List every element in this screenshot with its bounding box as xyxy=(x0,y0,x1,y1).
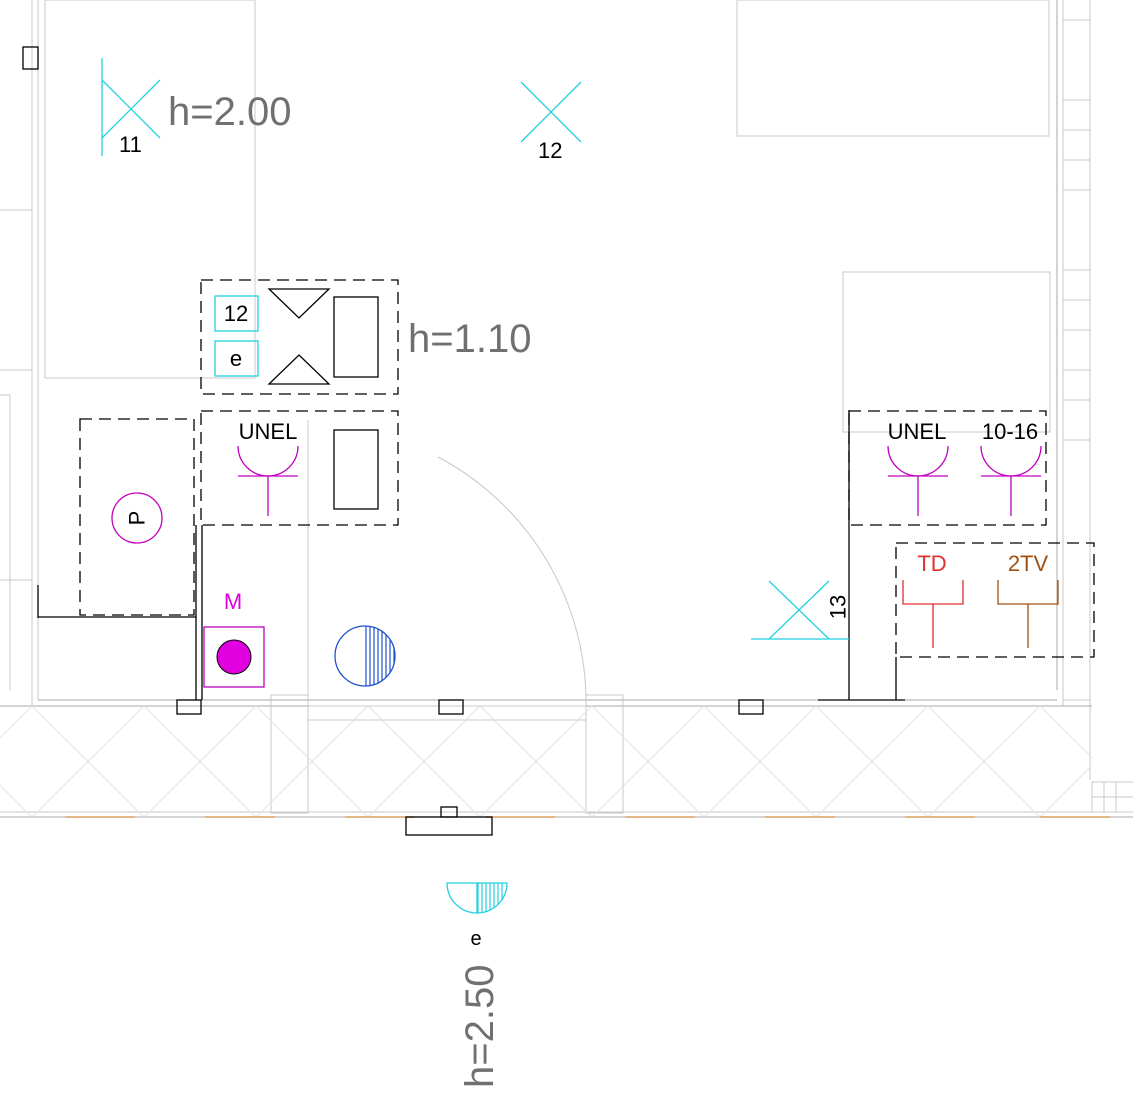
circuit-number: 12 xyxy=(224,301,248,326)
socket-icon xyxy=(887,445,949,516)
motor-label: M xyxy=(224,589,242,614)
switch-plate xyxy=(333,296,379,378)
outdoor-light[interactable]: e xyxy=(446,882,508,950)
wall-box xyxy=(738,699,764,715)
hatched-fixture[interactable] xyxy=(334,625,396,687)
socket-label: 10-16 xyxy=(982,419,1038,444)
switch-up-icon xyxy=(267,288,331,319)
ceiling-light-12[interactable]: 12 xyxy=(520,81,582,163)
motor-dot xyxy=(216,639,252,675)
tv-outlet-icon xyxy=(997,580,1059,648)
media-outlet-2tv: 2TV xyxy=(997,551,1059,648)
light-number: 12 xyxy=(538,138,562,163)
outdoor-light-icon xyxy=(446,882,508,914)
circuit-tag xyxy=(214,295,259,332)
media-label: TD xyxy=(917,551,946,576)
light-number: 13 xyxy=(826,595,851,619)
td-outlet-icon xyxy=(902,580,964,648)
light-number: 11 xyxy=(119,132,142,157)
panel-label: P xyxy=(125,511,150,526)
ceiling-height-label: h=2.00 xyxy=(168,90,291,134)
wall-box xyxy=(176,699,202,715)
media-label: 2TV xyxy=(1008,551,1049,576)
socket-box-right[interactable]: UNEL 10-16 xyxy=(848,410,1047,526)
wall-light-13[interactable]: 13 xyxy=(751,580,851,640)
outdoor-code: e xyxy=(470,928,481,950)
wall-box xyxy=(22,46,39,70)
code-tag xyxy=(214,340,259,377)
switch-height-label: h=1.10 xyxy=(408,317,531,361)
ceiling-light-11[interactable]: 11 xyxy=(101,58,161,157)
socket-plate xyxy=(333,429,379,510)
switch-down-icon xyxy=(267,354,331,385)
motor[interactable]: M xyxy=(203,589,265,688)
panel[interactable]: P xyxy=(79,418,195,616)
media-box[interactable]: TD 2TV xyxy=(895,542,1095,658)
wall-box xyxy=(405,816,493,836)
fixture-circle xyxy=(334,625,396,687)
wall-box xyxy=(440,806,458,818)
socket-label: UNEL xyxy=(888,419,947,444)
switch-box[interactable]: 12 e xyxy=(200,279,399,395)
panel-circle xyxy=(111,492,163,544)
socket-icon xyxy=(237,445,299,516)
motor-frame xyxy=(203,626,265,688)
media-outlet-td: TD xyxy=(902,551,964,648)
socket-label: UNEL xyxy=(239,419,298,444)
socket-box-left[interactable]: UNEL xyxy=(200,410,399,526)
outdoor-height-label: h=2.50 xyxy=(458,965,502,1088)
wall-box xyxy=(438,699,464,715)
circuit-code: e xyxy=(230,346,242,371)
socket-icon xyxy=(980,445,1042,516)
